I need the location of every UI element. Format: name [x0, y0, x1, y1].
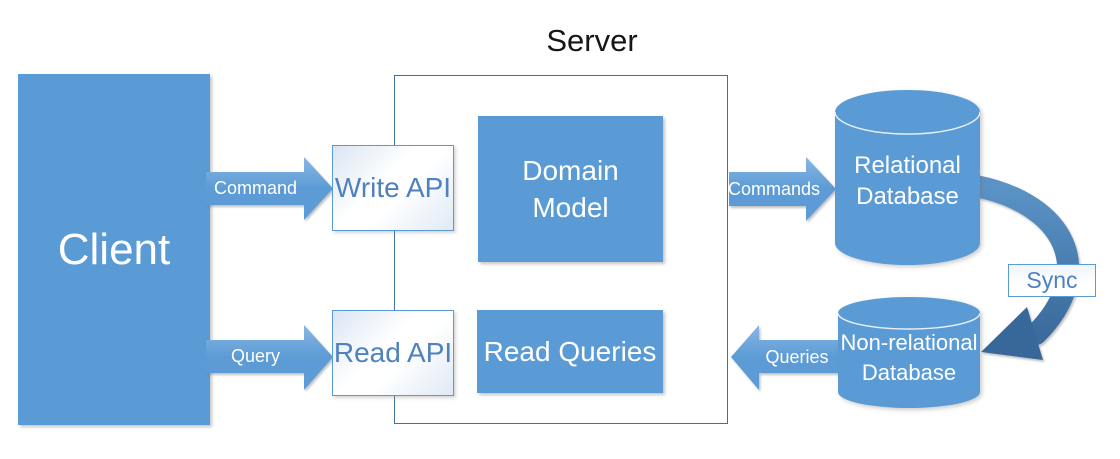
- database-cylinder-icon: [838, 297, 980, 408]
- domain-model-label: Domain Model: [522, 155, 619, 223]
- read-api-box: Read API: [332, 310, 454, 396]
- queries-arrow-label: Queries: [765, 347, 829, 367]
- database-cylinder-icon: [835, 90, 980, 265]
- read-queries-label: Read Queries: [483, 335, 657, 367]
- server-title: Server: [546, 23, 638, 58]
- read-api-label: Read API: [333, 337, 453, 368]
- read-queries-box: Read Queries: [477, 310, 663, 393]
- client-box: Client: [18, 74, 210, 425]
- server-container: [394, 75, 728, 424]
- non-relational-database-label: Non-relational Database: [840, 330, 978, 385]
- client-label: Client: [57, 224, 171, 274]
- relational-database-label: Relational Database: [854, 152, 961, 210]
- command-arrow-label: Command: [213, 178, 298, 198]
- write-api-box: Write API: [332, 145, 454, 231]
- commands-arrow-label: Commands: [727, 179, 821, 199]
- relational-database-cylinder: Relational Database: [835, 90, 980, 265]
- query-arrow-label: Query: [230, 346, 281, 366]
- non-relational-database-cylinder: Non-relational Database: [838, 297, 980, 408]
- sync-label-text: Sync: [1026, 267, 1078, 293]
- write-api-label: Write API: [334, 172, 452, 203]
- sync-label: Sync: [1008, 264, 1096, 297]
- domain-model-box: Domain Model: [478, 116, 663, 262]
